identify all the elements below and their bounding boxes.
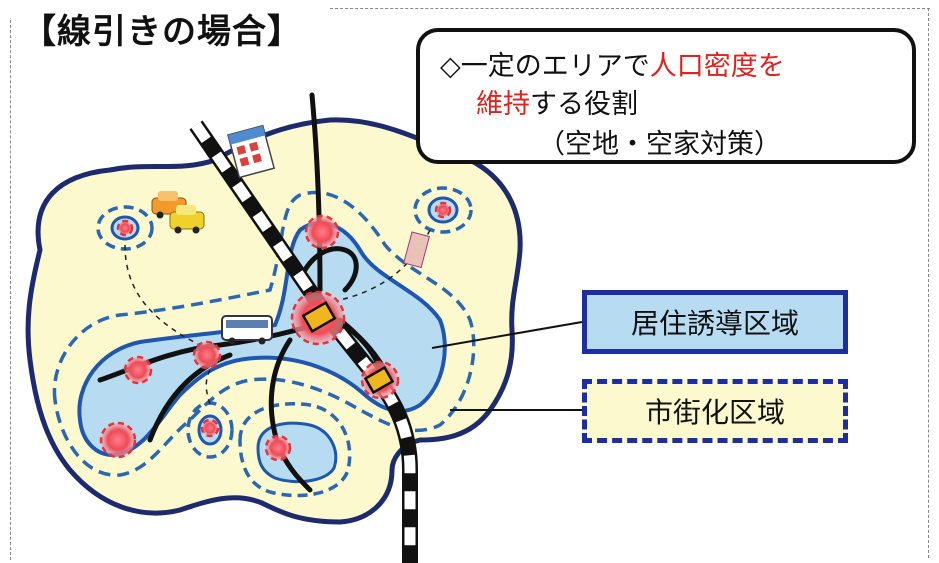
bus-icon <box>221 315 273 345</box>
legend-urbanization-area: 市街化区域 <box>582 379 848 443</box>
legend-residential-area: 居住誘導区域 <box>582 290 848 354</box>
bullet-glyph: ◇ <box>440 51 461 82</box>
callout-text-highlight-1: 人口密度を <box>649 51 785 82</box>
callout-text-plain-2: する役割 <box>530 89 638 120</box>
frame-border-left <box>10 20 11 560</box>
frame-border-top <box>330 8 930 9</box>
hub-markers <box>99 201 452 462</box>
apartment-icon <box>403 231 430 269</box>
callout-text-plain-1: 一定のエリアで <box>460 51 650 82</box>
building-icon <box>227 124 276 179</box>
roads <box>97 92 388 493</box>
dashed-zone-main <box>52 190 476 477</box>
callout-line-1: ◇一定のエリアで人口密度を <box>440 44 785 83</box>
callout-line-2: 維持する役割 <box>476 82 638 121</box>
frame-border-right <box>928 8 929 558</box>
leader-line-residential <box>431 321 583 349</box>
role-callout: ◇一定のエリアで人口密度を 維持する役割 （空地・空家対策） <box>416 28 916 164</box>
page-title: 【線引きの場合】 <box>22 12 302 52</box>
legend-residential-label: 居住誘導区域 <box>630 307 799 340</box>
callout-text-highlight-2: 維持 <box>476 89 530 120</box>
station-markers <box>301 300 395 395</box>
cars-icon <box>151 191 205 234</box>
legend-urbanization-label: 市街化区域 <box>644 396 785 429</box>
callout-line-3: （空地・空家対策） <box>538 129 781 160</box>
